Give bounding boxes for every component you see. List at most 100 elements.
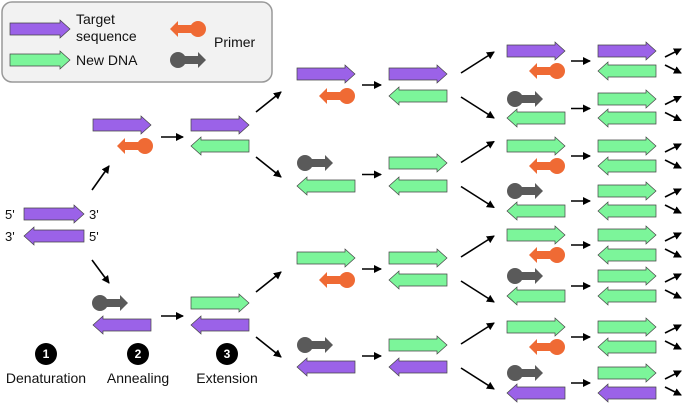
extend-top-template (190, 115, 250, 135)
c5-group-2-top-strand (597, 136, 657, 156)
flow-arrow-c2-a (255, 91, 282, 113)
flow-arrow-c5-fan-up-1 (664, 95, 682, 106)
c4-group-3-top-primer-stem (515, 183, 543, 199)
legend-new-dna-label: New DNA (76, 52, 138, 68)
c5-group-2-bottom-strand (597, 156, 657, 176)
c4-group-6-bottom-primer-head (549, 339, 565, 355)
flow-arrow-c2-b (255, 156, 282, 178)
step-3-label: Extension (196, 370, 257, 386)
c4-group-1-top-primer-stem (515, 91, 543, 107)
legend-primer-gray-stem (178, 52, 206, 68)
c5-group-6-bottom-strand (597, 337, 657, 357)
flow-arrow-c5-fan-up-5 (664, 273, 682, 283)
flow-arrow-c5-fan-down-1 (664, 111, 682, 122)
anneal-top-primer-stem (117, 138, 145, 154)
c5-group-7-bottom-strand (597, 383, 657, 403)
step-2-number: 2 (135, 347, 142, 361)
anneal-bottom-template (92, 315, 152, 335)
legend-primer-orange-stem (170, 21, 198, 37)
legend-primer-label: Primer (214, 34, 256, 50)
legend-primer-gray-head (170, 52, 186, 68)
c5-group-0-bottom-strand (597, 61, 657, 81)
c5-group-7-top-strand (597, 363, 657, 383)
legend-target-strand (9, 19, 71, 39)
c2-group-3-top-primer-stem (305, 337, 333, 353)
c4-group-0-bottom-primer-head (549, 63, 565, 79)
end-label-top-left: 5' (5, 207, 15, 222)
c5-group-1-bottom-strand (597, 108, 657, 128)
flow-arrow-c3-fan-down-3 (460, 367, 495, 390)
step-3-number: 3 (224, 347, 231, 361)
flow-arrow-c5-fan-down-7 (664, 386, 682, 396)
step-1: 1 Denaturation (6, 343, 86, 386)
end-label-top-right: 3' (89, 207, 99, 222)
step-2-circle (127, 343, 149, 365)
legend-target-label-2: sequence (76, 28, 137, 44)
c4-group-5-top-primer-head (507, 268, 523, 284)
extend-bottom-template (190, 315, 250, 335)
flow-arrow-c5-fan-up-4 (664, 232, 682, 242)
c3-group-3-bottom-strand (388, 357, 448, 377)
c3-group-0-bottom-strand (388, 86, 448, 106)
flow-arrow-c5-fan-down-0 (664, 64, 682, 74)
anneal-top-primer-head (137, 138, 153, 154)
strands-and-arrows (9, 19, 682, 403)
legend-target-label-1: Target (76, 11, 115, 27)
end-label-bottom-left: 3' (5, 229, 15, 244)
anneal-top-template (92, 115, 152, 135)
c4-group-3-bottom-strand (506, 201, 566, 221)
template-strand-bottom (23, 226, 85, 246)
c2-group-0-bottom-primer-stem (319, 88, 347, 104)
c4-group-4-bottom-primer-stem (529, 247, 557, 263)
c3-group-0-top-strand (388, 64, 448, 84)
c4-group-4-bottom-primer-head (549, 247, 565, 263)
c4-group-0-top-strand (506, 41, 566, 61)
c4-group-2-bottom-primer-head (549, 158, 565, 174)
anneal-bottom-primer-stem (100, 295, 128, 311)
c4-group-4-top-strand (506, 225, 566, 245)
c4-group-2-top-strand (506, 136, 566, 156)
c2-group-3-top-primer-head (297, 337, 313, 353)
c4-group-1-bottom-strand (506, 108, 566, 128)
c2-group-2-top-strand (296, 248, 356, 268)
c4-group-1-top-primer-head (507, 91, 523, 107)
c4-group-0-bottom-primer-stem (529, 63, 557, 79)
legend-new-dna-strand (9, 50, 71, 70)
legend-primer-orange-head (190, 21, 206, 37)
c5-group-5-bottom-strand (597, 286, 657, 306)
flow-arrow-c3-fan-up-2 (460, 235, 495, 258)
anneal-bottom-primer-head (92, 295, 108, 311)
step-2: 2 Annealing (107, 343, 169, 386)
c2-group-2-bottom-primer-stem (319, 272, 347, 288)
flow-arrow-c5-fan-down-2 (664, 159, 682, 169)
flow-arrow-denature-to-anneal-bottom (91, 259, 110, 284)
step-1-number: 1 (43, 347, 50, 361)
c3-group-2-top-strand (388, 248, 448, 268)
c4-group-6-top-strand (506, 317, 566, 337)
step-3: 3 Extension (196, 343, 258, 386)
flow-arrow-c3-fan-up-1 (460, 140, 495, 164)
flow-arrow-c5-fan-down-4 (664, 248, 682, 258)
c5-group-0-top-strand (597, 41, 657, 61)
c2-group-2-bottom-primer-head (339, 272, 355, 288)
c5-group-1-top-strand (597, 89, 657, 109)
c4-group-6-bottom-primer-stem (529, 339, 557, 355)
end-label-bottom-right: 5' (89, 229, 99, 244)
flow-arrow-c5-fan-down-6 (664, 340, 682, 350)
c2-group-1-top-primer-stem (305, 155, 333, 171)
c3-group-3-top-strand (388, 335, 448, 355)
step-1-circle (35, 343, 57, 365)
flow-arrow-c3-fan-up-3 (460, 322, 495, 345)
c4-group-5-bottom-strand (506, 286, 566, 306)
c5-group-4-bottom-strand (597, 245, 657, 265)
flow-arrow-c2-c (255, 271, 282, 293)
flow-arrow-c3-fan-down-1 (460, 185, 495, 209)
c4-group-7-top-primer-stem (515, 365, 543, 381)
c4-group-3-top-primer-head (507, 183, 523, 199)
flow-arrow-c5-fan-up-3 (664, 188, 682, 198)
c5-group-3-bottom-strand (597, 201, 657, 221)
step-3-circle (216, 343, 238, 365)
flow-arrow-c5-fan-down-5 (664, 289, 682, 299)
